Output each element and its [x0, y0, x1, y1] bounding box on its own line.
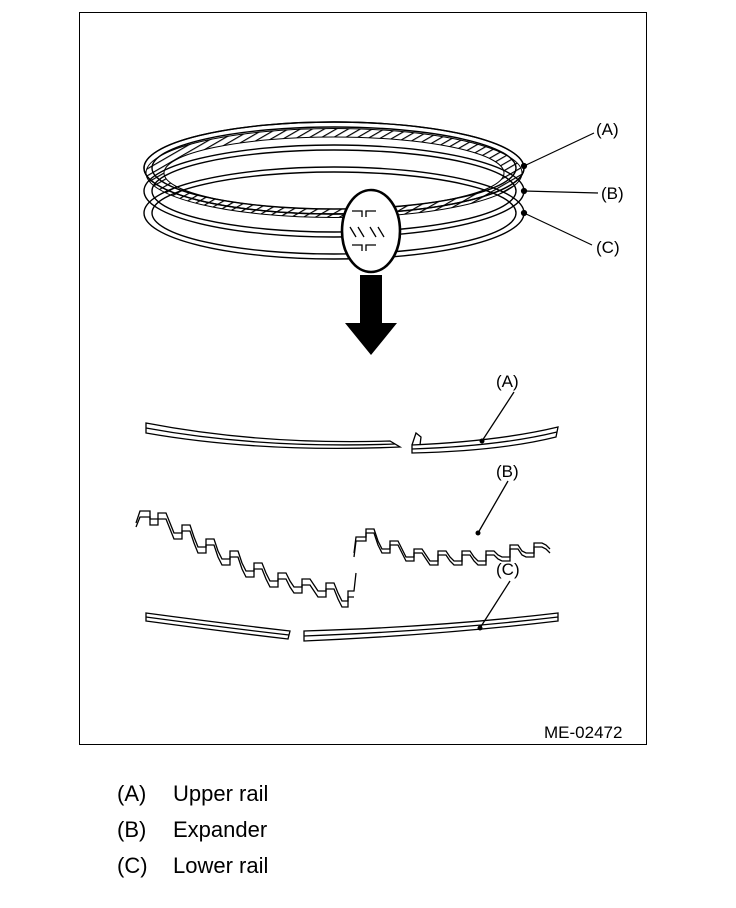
detail-highlight-ellipse [340, 188, 402, 274]
detail-label-a: (A) [496, 372, 519, 391]
legend: (A) Upper rail (B) Expander (C) Lower ra… [117, 776, 268, 884]
legend-row-expander: (B) Expander [117, 812, 268, 848]
legend-label: Upper rail [173, 781, 269, 806]
down-arrow-icon [345, 275, 397, 355]
top-label-b: (B) [601, 184, 624, 203]
diagram-frame: (A) (B) (C) (A) (B) [79, 12, 647, 745]
detail-label-b: (B) [496, 462, 519, 481]
legend-row-lower-rail: (C) Lower rail [117, 848, 268, 884]
ring-assembly [143, 121, 525, 274]
detail-label-c: (C) [496, 560, 520, 579]
top-label-c: (C) [596, 238, 620, 257]
lower-rail-detail [145, 580, 559, 642]
legend-row-upper-rail: (A) Upper rail [117, 776, 268, 812]
piston-ring-diagram: (A) (B) (C) (A) (B) [135, 120, 624, 742]
expander-detail [135, 480, 551, 608]
legend-key: (A) [117, 781, 147, 806]
figure-id-code: ME-02472 [544, 723, 622, 742]
top-label-a: (A) [596, 120, 619, 139]
legend-key: (B) [117, 817, 147, 842]
ring-gap-detail [349, 210, 385, 251]
legend-label: Expander [173, 817, 268, 842]
legend-label: Lower rail [173, 853, 269, 878]
upper-rail-ring [143, 121, 525, 215]
top-callout-leaders [520, 132, 599, 246]
upper-rail-detail [145, 391, 559, 454]
legend-key: (C) [117, 853, 148, 878]
